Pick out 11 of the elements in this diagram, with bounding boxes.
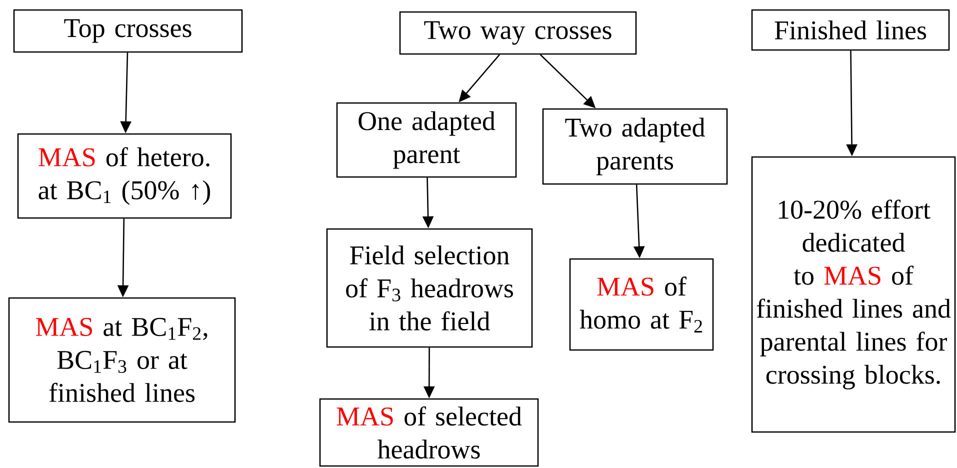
- process-box: Two adapted parents: [542, 108, 728, 185]
- process-box: Top crosses: [13, 9, 243, 53]
- process-box: Two way crosses: [399, 11, 637, 55]
- process-box: One adapted parent: [336, 102, 517, 178]
- process-box: Finished lines: [751, 9, 950, 51]
- process-box: Field selection of F$_{3}$ headrows in the field: [326, 228, 533, 348]
- process-box: MAS of hetero. at BC$_{1}$ (50% ↑): [17, 133, 232, 219]
- process-box: MAS of selected headrows: [319, 398, 539, 467]
- process-box: MAS of homo at F$_{2}$: [569, 258, 714, 351]
- process-box: MAS at BC$_{1}$F$_{2}$, BC$_{1}$F$_{3}$ or at finished lines: [8, 297, 236, 423]
- process-box: 10-20% effort dedicated to MAS of finished lines and parental lines for crossing blocks.: [751, 156, 956, 433]
